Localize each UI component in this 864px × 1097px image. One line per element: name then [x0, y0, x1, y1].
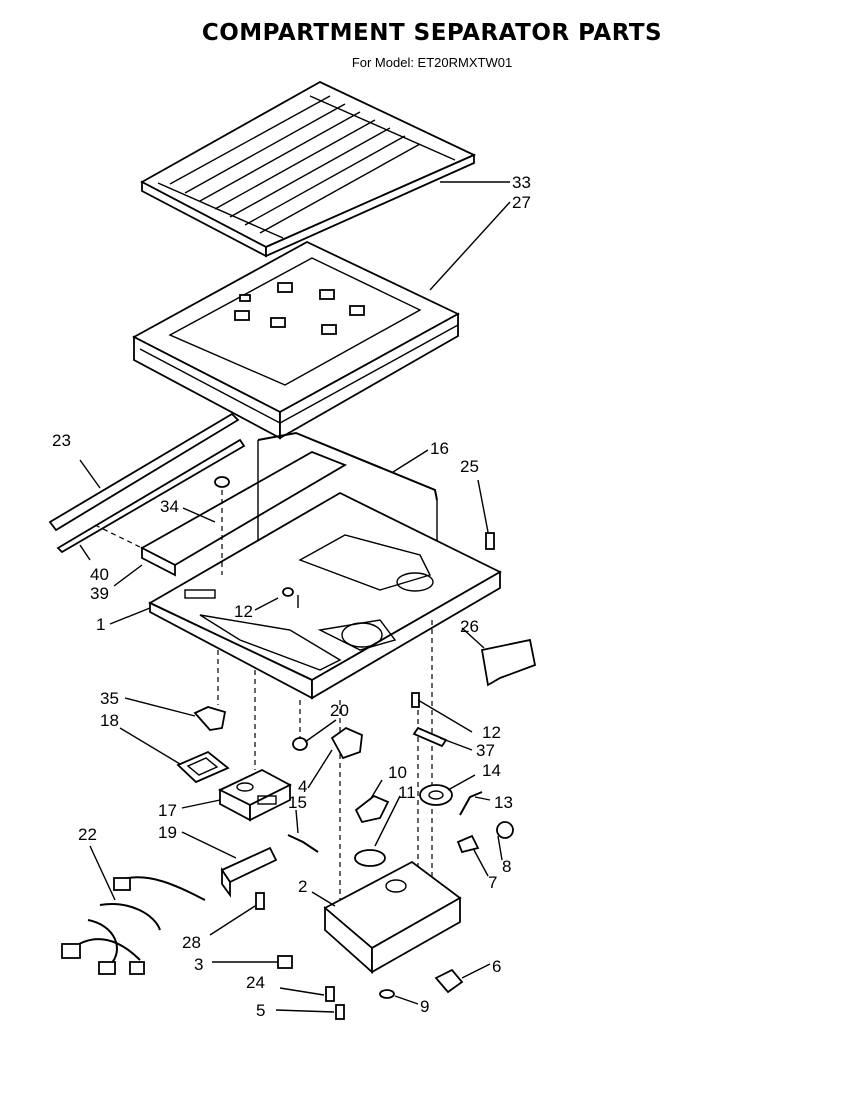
callout-26: 26	[460, 617, 479, 636]
leader-lines	[79, 181, 511, 1013]
part-22-harness	[61, 876, 206, 975]
part-4-damper	[330, 726, 363, 760]
model-subtitle: For Model: ET20RMXTW01	[351, 55, 513, 70]
callout-16: 16	[430, 439, 449, 458]
part-15-tube	[287, 834, 319, 853]
callout-23: 23	[52, 431, 71, 450]
callout-33: 33	[512, 173, 531, 192]
part-7-socket	[456, 834, 480, 854]
callout-28: 28	[182, 933, 201, 952]
part-27-frame	[132, 240, 460, 440]
part-17-housing	[217, 768, 292, 822]
part-34-plug	[214, 476, 230, 488]
callout-25: 25	[460, 457, 479, 476]
callout-2: 2	[298, 877, 307, 896]
callout-37: 37	[476, 741, 495, 760]
callout-20: 20	[330, 701, 349, 720]
callout-12-upper: 12	[234, 602, 253, 621]
callout-40: 40	[90, 565, 109, 584]
part-3-connector	[277, 955, 293, 969]
callout-8: 8	[502, 857, 511, 876]
part-28-screw	[255, 892, 265, 910]
callout-7: 7	[488, 873, 497, 892]
part-14-fan	[419, 784, 453, 806]
callout-15: 15	[288, 793, 307, 812]
callout-12-lower: 12	[482, 723, 501, 742]
part-1-separator	[148, 491, 502, 700]
part-12-screw-lower	[411, 692, 420, 708]
part-12-screw-upper	[282, 587, 299, 608]
part-23-strip	[48, 412, 246, 554]
callout-11: 11	[398, 783, 416, 802]
part-10-thermostat	[354, 794, 390, 824]
callout-19: 19	[158, 823, 177, 842]
callout-39: 39	[90, 584, 109, 603]
part-6-switch	[434, 968, 464, 994]
callout-18: 18	[100, 711, 119, 730]
part-13-tube	[459, 791, 483, 816]
callout-27: 27	[512, 193, 531, 212]
part-24-screw	[325, 986, 335, 1002]
part-37-gasket	[412, 726, 448, 748]
part-39-insulation	[140, 451, 348, 577]
part-18-bezel	[176, 750, 230, 784]
callout-5: 5	[256, 1001, 265, 1020]
page-title: COMPARTMENT SEPARATOR PARTS	[201, 20, 663, 46]
callout-14: 14	[482, 761, 501, 780]
part-8-lamp	[496, 821, 514, 839]
part-33-grille	[140, 80, 477, 258]
callout-3: 3	[194, 955, 203, 974]
part-9-plug	[379, 989, 395, 999]
part-26-bracket	[480, 638, 537, 687]
callout-34: 34	[160, 497, 179, 516]
part-35-clip	[193, 706, 227, 731]
callout-1: 1	[96, 615, 105, 634]
callout-6: 6	[492, 957, 501, 976]
callout-35: 35	[100, 689, 119, 708]
part-25-screw	[485, 532, 495, 550]
part-2-control-base	[323, 860, 462, 975]
callout-9: 9	[420, 997, 429, 1016]
callout-13: 13	[494, 793, 513, 812]
callout-4: 4	[298, 777, 307, 796]
part-11-knob	[354, 849, 386, 867]
callout-24: 24	[246, 973, 265, 992]
callout-22: 22	[78, 825, 97, 844]
callout-10: 10	[388, 763, 407, 782]
part-19-bracket	[220, 846, 278, 898]
callout-17: 17	[158, 801, 177, 820]
part-20-nut	[292, 737, 308, 751]
part-5-screw	[335, 1004, 345, 1020]
